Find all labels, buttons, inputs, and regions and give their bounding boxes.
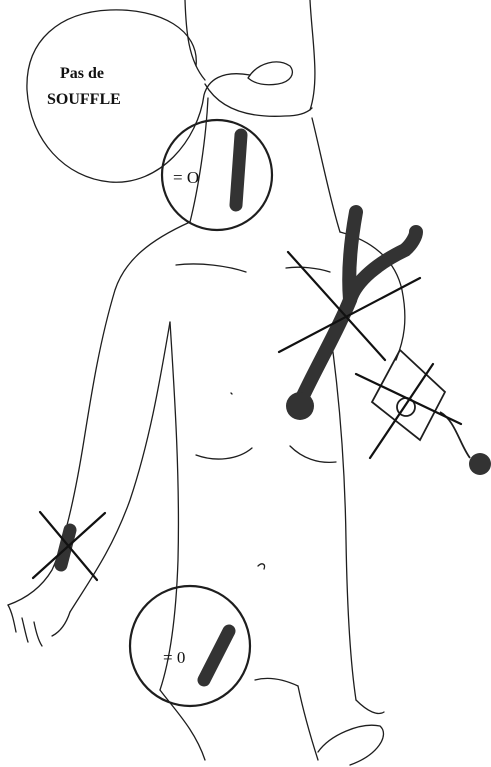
torso-right <box>330 330 356 700</box>
torso-left <box>160 322 178 690</box>
left-shoulder-arm <box>8 222 190 605</box>
jaw-line <box>205 84 312 116</box>
right-leg-inner <box>298 686 318 760</box>
lower-chest-right <box>290 446 336 462</box>
groin-check-label: = 0 <box>163 648 185 667</box>
chest-dot <box>231 393 232 394</box>
stethoscope <box>286 212 416 420</box>
lower-chest-left <box>196 448 252 459</box>
electrode-cross-icon <box>356 364 461 458</box>
crotch-line <box>255 678 298 686</box>
neck-pulse-marker <box>236 135 241 205</box>
wrist-cross-icon <box>33 512 105 580</box>
right-leg-outer <box>356 700 384 714</box>
femoral-pulse-marker <box>204 631 229 680</box>
right-thigh-cuff <box>318 725 383 765</box>
neck-right <box>312 118 340 232</box>
left-collarbone <box>176 264 246 272</box>
right-collarbone <box>286 267 330 272</box>
left-arm-inner <box>70 322 170 612</box>
electrode-plug <box>469 453 491 475</box>
navel <box>258 564 265 569</box>
femoral-pulse-check <box>130 586 250 706</box>
speech-bubble-line1: Pas de <box>60 65 104 82</box>
neck-check-label: = O <box>173 168 199 187</box>
speech-bubble-line2: SOUFFLE <box>47 91 121 108</box>
ear <box>248 62 292 85</box>
left-hand <box>8 605 70 646</box>
